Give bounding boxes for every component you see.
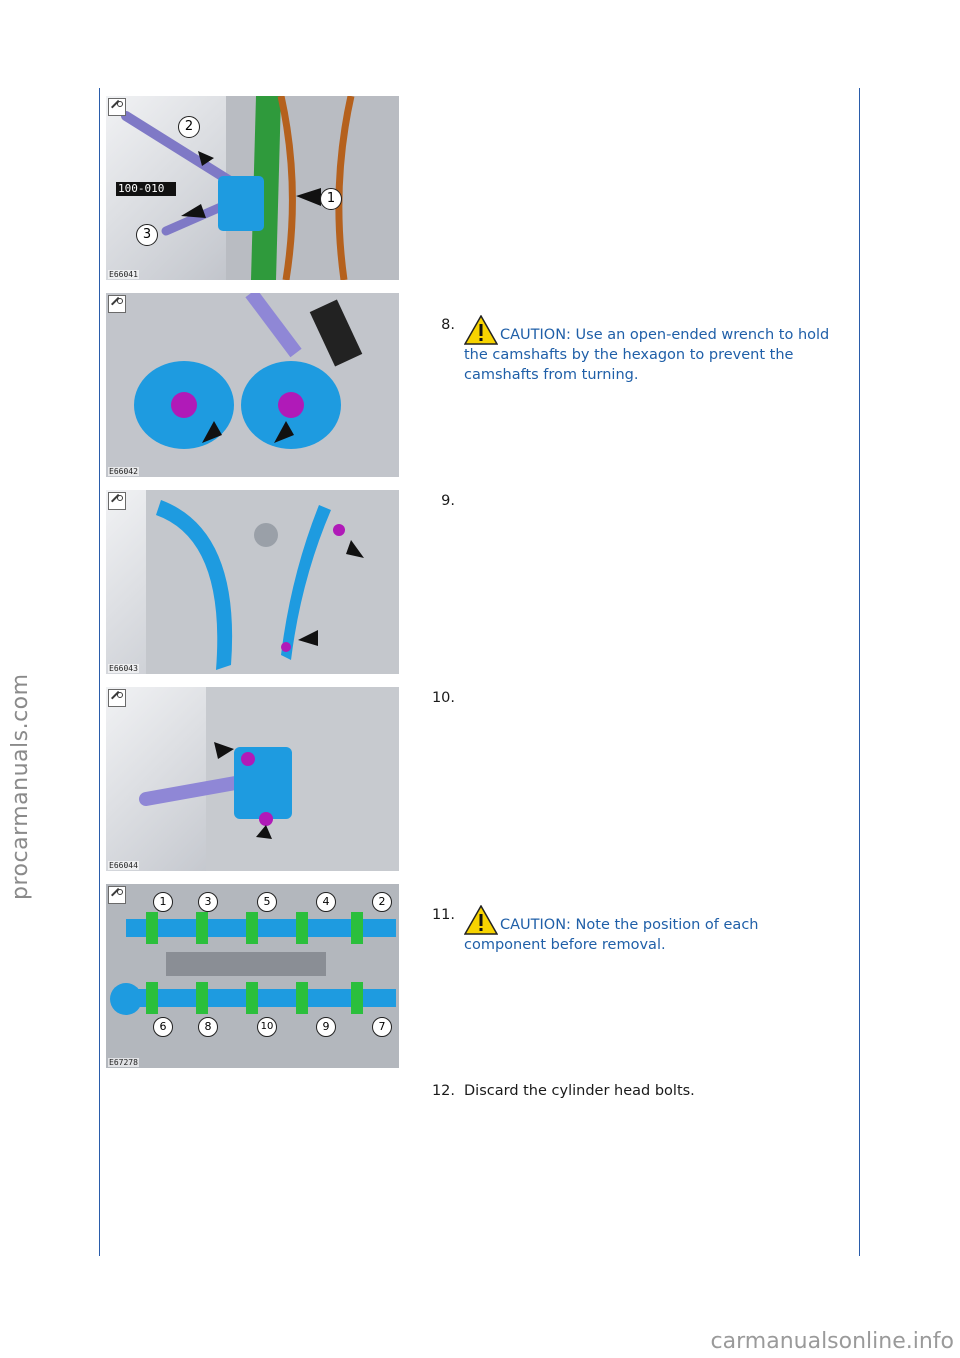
step-number: 8.: [441, 317, 455, 333]
right-frame-line: [859, 88, 860, 1256]
caution-label: CAUTION:: [500, 327, 571, 343]
callout: 3: [198, 892, 218, 912]
caution-label: CAUTION:: [500, 917, 571, 933]
callout: 4: [316, 892, 336, 912]
zoom-icon[interactable]: [108, 689, 126, 707]
warning-triangle-icon: [464, 315, 498, 345]
figure-e66044: E66044: [106, 687, 399, 871]
figure-code: E67278: [108, 1058, 139, 1067]
engine-illustration: [146, 490, 399, 674]
callout: 3: [136, 224, 158, 246]
engine-illustration: [106, 293, 399, 477]
step-number: 10.: [431, 690, 455, 706]
caution-text: Use an open-ended wrench to hold the cam…: [464, 327, 830, 383]
figure-e66043: E66043: [106, 490, 399, 674]
engine-illustration: [106, 884, 399, 1068]
zoom-icon[interactable]: [108, 492, 126, 510]
figure-code: E66043: [108, 664, 139, 673]
callout: 5: [257, 892, 277, 912]
tool-label: 100-010: [118, 182, 165, 195]
callout: 6: [153, 1017, 173, 1037]
step-number: 11.: [431, 907, 455, 923]
step-text: Discard the cylinder head bolts.: [464, 1083, 695, 1099]
callout: 8: [198, 1017, 218, 1037]
zoom-icon[interactable]: [108, 98, 126, 116]
left-frame-line: [99, 88, 100, 1256]
zoom-icon[interactable]: [108, 886, 126, 904]
side-watermark: procarmanuals.com: [8, 673, 33, 900]
engine-illustration: [116, 96, 399, 280]
figure-e66042: E66042: [106, 293, 399, 477]
figure-code: E66042: [108, 467, 139, 476]
figure-e66041: 100-010 2 1 3 E66041: [106, 96, 399, 280]
step-number: 12.: [431, 1083, 455, 1099]
engine-illustration: [139, 687, 399, 871]
warning-triangle-icon: [464, 905, 498, 935]
step-number: 9.: [441, 493, 455, 509]
callout: 2: [178, 116, 200, 138]
figure-code: E66044: [108, 861, 139, 870]
callout: 1: [320, 188, 342, 210]
figure-e67278: 1 3 5 4 2 6 8 10 9 7 E67278: [106, 884, 399, 1068]
caution-text: Note the position of each component befo…: [464, 917, 759, 953]
callout: 7: [372, 1017, 392, 1037]
callout: 1: [153, 892, 173, 912]
callout: 10: [257, 1017, 277, 1037]
callout: 9: [316, 1017, 336, 1037]
callout: 2: [372, 892, 392, 912]
figure-code: E66041: [108, 270, 139, 279]
bottom-watermark: carmanualsonline.info: [710, 1329, 954, 1354]
zoom-icon[interactable]: [108, 295, 126, 313]
